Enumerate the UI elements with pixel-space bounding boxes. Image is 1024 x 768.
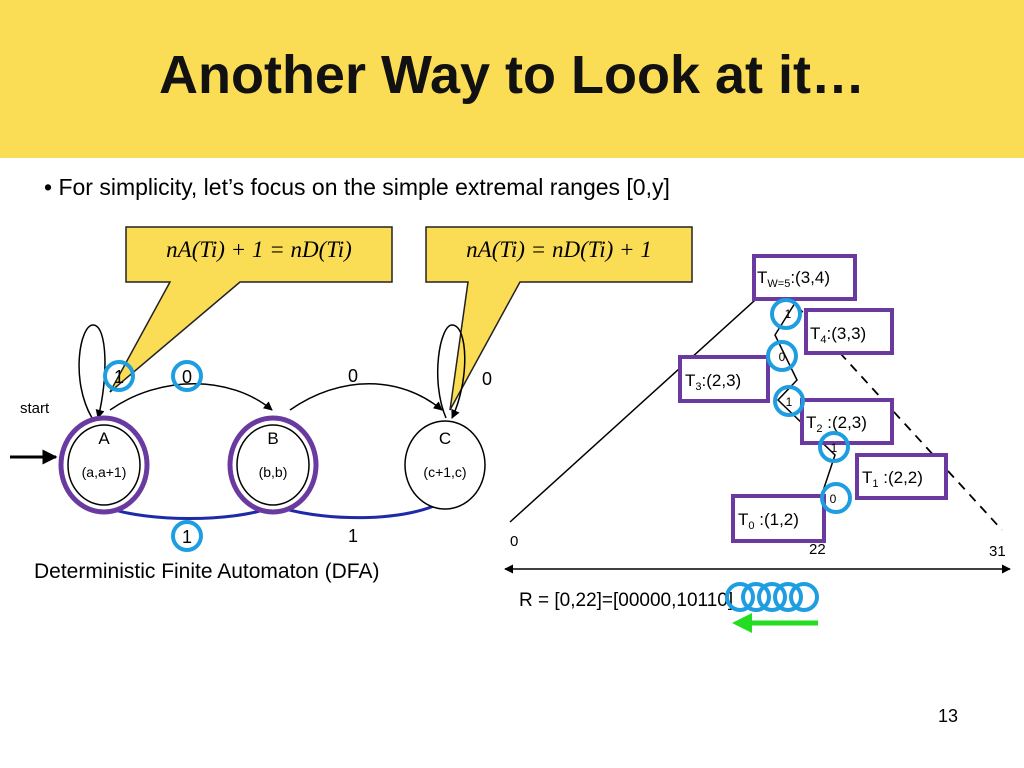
- start-label: start: [20, 400, 50, 417]
- node-box: [752, 254, 857, 301]
- state-c-value: (c+1,c): [423, 464, 466, 480]
- node-t0: T0 :(1,2): [731, 494, 826, 543]
- range-text: R = [0,22]=[00000,10110]: [519, 590, 733, 611]
- svg-text:T3:(2,3): T3:(2,3): [685, 371, 741, 393]
- edge-b-to-a: [107, 506, 271, 520]
- node-value: :(1,2): [755, 510, 799, 529]
- highlight-circle: [773, 582, 803, 612]
- label-c-to-b: 1: [348, 526, 358, 546]
- label-b-to-c: 0: [348, 366, 358, 386]
- bit-label: 0: [830, 492, 837, 506]
- bit-label: 1: [831, 441, 838, 455]
- svg-text:TW=5:(3,4): TW=5:(3,4): [757, 268, 830, 290]
- node-label: T: [738, 510, 748, 529]
- state-a-value: (a,a+1): [82, 464, 127, 480]
- state-b-value: (b,b): [259, 464, 288, 480]
- node-t1: T1 :(2,2): [855, 453, 948, 500]
- left-callout: nA(Ti) + 1 = nD(Ti): [109, 226, 393, 393]
- node-subscript: 0: [748, 520, 754, 532]
- axis-label-mid: 22: [809, 541, 826, 558]
- node-subscript: 2: [816, 423, 822, 435]
- highlight-circle: [757, 582, 787, 612]
- title-banner: [0, 0, 1024, 158]
- node-box: [678, 355, 770, 403]
- highlight-circle: [818, 431, 850, 463]
- node-label: T: [806, 413, 816, 432]
- highlight-circle: [171, 520, 203, 552]
- node-t2: T2 :(2,3): [800, 398, 894, 445]
- bit-label: 1: [785, 307, 792, 321]
- node-box: [731, 494, 826, 543]
- state-a-name: A: [98, 429, 110, 448]
- label-c-self: 0: [482, 369, 492, 389]
- edge-b-to-c: [289, 383, 443, 411]
- svg-text:T0 :(1,2): T0 :(1,2): [738, 510, 799, 532]
- highlight-circle: [725, 582, 755, 612]
- right-callout-formula: nA(Ti) = nD(Ti) + 1: [466, 237, 652, 262]
- axis-label-right: 31: [989, 543, 1006, 560]
- tree-left-edge: [509, 281, 776, 523]
- axis-label-left: 0: [510, 533, 518, 550]
- node-subscript: W=5: [767, 278, 790, 290]
- node-label: T: [810, 324, 820, 343]
- svg-text:T2 :(2,3): T2 :(2,3): [806, 413, 867, 435]
- highlight-circle: [820, 482, 852, 514]
- highlight-circle: [766, 340, 798, 372]
- node-subscript: 4: [820, 334, 826, 346]
- node-value: :(2,2): [879, 468, 923, 487]
- node-value: :(2,3): [823, 413, 867, 432]
- node-value: :(2,3): [702, 371, 742, 390]
- svg-text:T1 :(2,2): T1 :(2,2): [862, 468, 923, 490]
- state-b-name: B: [267, 429, 278, 448]
- right-callout-shape: [425, 226, 693, 411]
- node-box: [855, 453, 948, 500]
- node-subscript: 1: [872, 478, 878, 490]
- left-callout-formula: nA(Ti) + 1 = nD(Ti): [166, 237, 352, 262]
- label-a-self: 1: [114, 367, 124, 387]
- state-b: B (b,b): [227, 415, 319, 515]
- node-t3: T3:(2,3): [678, 355, 770, 403]
- node-t4: T4:(3,3): [804, 308, 894, 355]
- state-a: A (a,a+1): [58, 415, 150, 515]
- node-box: [800, 398, 894, 445]
- node-label: T: [757, 268, 767, 287]
- dfa-caption: Deterministic Finite Automaton (DFA): [34, 560, 379, 583]
- highlight-circle: [773, 385, 805, 417]
- node-box: [804, 308, 894, 355]
- state-c-circle: [404, 420, 486, 510]
- node-label: T: [685, 371, 695, 390]
- state-b-circle: [236, 424, 310, 506]
- state-a-circle: [67, 424, 141, 506]
- state-c-name: C: [439, 429, 451, 448]
- label-a-to-b: 0: [182, 367, 192, 387]
- dfa: start A (a,a+1) B (b,b) C (c+1,c) 1 0 0 …: [10, 324, 492, 583]
- highlight-circle: [741, 582, 771, 612]
- edge-a-to-b: [109, 383, 273, 411]
- range-bit-highlights: [725, 582, 819, 612]
- svg-text:T4:(3,3): T4:(3,3): [810, 324, 866, 346]
- right-callout: nA(Ti) = nD(Ti) + 1: [425, 226, 693, 411]
- range-tree: TW=5:(3,4) T4:(3,3) T3:(2,3) T2 :(2,3) T…: [504, 254, 1011, 574]
- bullet-text: • For simplicity, let’s focus on the sim…: [44, 174, 670, 200]
- slide-title: Another Way to Look at it…: [159, 45, 865, 105]
- highlight-circle: [789, 582, 819, 612]
- page-number: 13: [938, 706, 959, 726]
- a-self-loop: [78, 324, 106, 419]
- node-tw5: TW=5:(3,4): [752, 254, 857, 301]
- node-value: :(3,4): [790, 268, 830, 287]
- bit-label: 1: [786, 395, 793, 409]
- c-self-loop: [436, 324, 466, 419]
- bit-label: 0: [779, 350, 786, 364]
- edge-c-to-b: [281, 498, 447, 520]
- highlight-circle: [103, 360, 135, 392]
- node-value: :(3,3): [827, 324, 867, 343]
- state-c: C (c+1,c): [404, 420, 486, 510]
- highlight-circle: [171, 360, 203, 392]
- label-b-to-a: 1: [182, 527, 192, 547]
- highlight-circle: [770, 298, 802, 330]
- node-subscript: 3: [695, 381, 701, 393]
- left-callout-shape: [109, 226, 393, 393]
- node-label: T: [862, 468, 872, 487]
